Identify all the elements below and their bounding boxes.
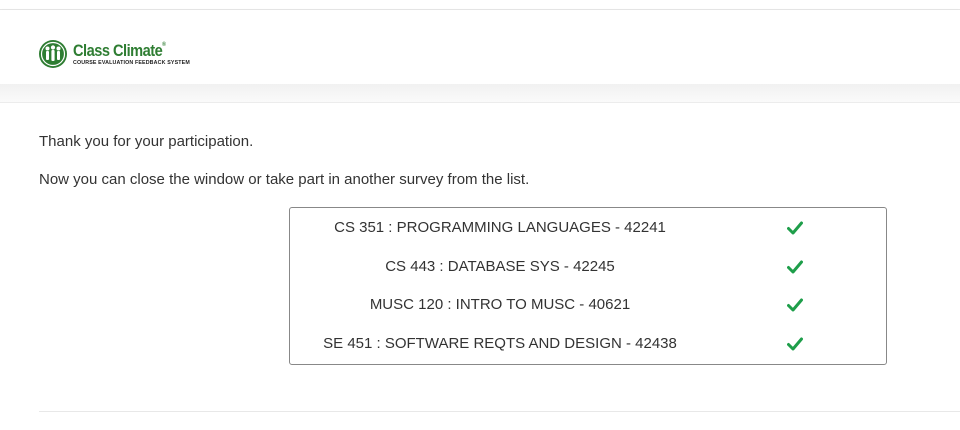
header-band xyxy=(0,84,960,103)
survey-row[interactable]: MUSC 120 : INTRO TO MUSC - 40621 xyxy=(290,293,886,317)
check-icon xyxy=(787,337,803,351)
logo-subtitle: COURSE EVALUATION FEEDBACK SYSTEM xyxy=(73,59,190,66)
logo-title: Class Climate® xyxy=(73,40,166,60)
registered-mark: ® xyxy=(162,41,166,48)
next-step-message: Now you can close the window or take par… xyxy=(39,171,530,188)
check-icon xyxy=(787,260,803,274)
top-divider xyxy=(0,9,960,10)
survey-list: CS 351 : PROGRAMMING LANGUAGES - 42241 C… xyxy=(289,207,887,365)
survey-label: CS 351 : PROGRAMMING LANGUAGES - 42241 xyxy=(334,219,666,236)
survey-label: CS 443 : DATABASE SYS - 42245 xyxy=(385,258,615,275)
class-climate-logo-icon xyxy=(39,40,67,68)
survey-label: MUSC 120 : INTRO TO MUSC - 40621 xyxy=(369,296,631,313)
survey-label: SE 451 : SOFTWARE REQTS AND DESIGN - 424… xyxy=(323,335,677,352)
check-icon xyxy=(787,298,803,312)
bottom-divider xyxy=(39,411,960,412)
survey-row[interactable]: SE 451 : SOFTWARE REQTS AND DESIGN - 424… xyxy=(290,332,886,356)
class-climate-logo: Class Climate® COURSE EVALUATION FEEDBAC… xyxy=(38,38,190,70)
page-header: Class Climate® COURSE EVALUATION FEEDBAC… xyxy=(0,10,960,84)
survey-row[interactable]: CS 443 : DATABASE SYS - 42245 xyxy=(290,255,886,279)
check-icon xyxy=(787,221,803,235)
survey-row[interactable]: CS 351 : PROGRAMMING LANGUAGES - 42241 xyxy=(290,216,886,240)
thank-you-message: Thank you for your participation. xyxy=(39,133,254,150)
